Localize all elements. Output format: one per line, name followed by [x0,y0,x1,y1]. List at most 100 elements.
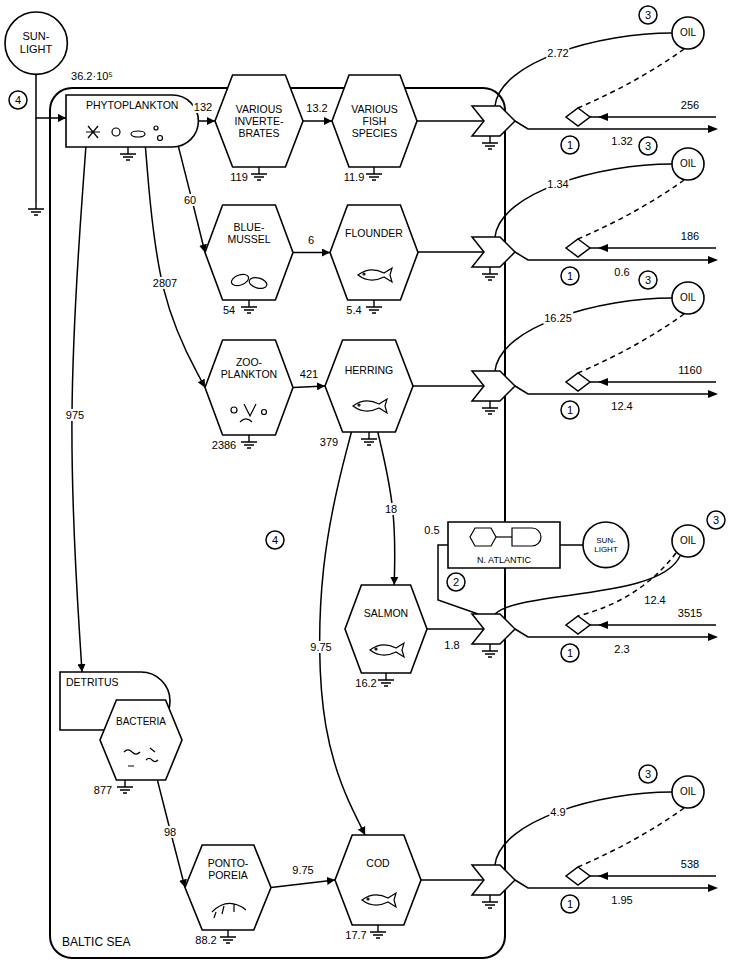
node-content: COD [335,835,421,925]
node-outline [325,340,413,432]
sink-value: 16.2 [355,677,376,689]
callout-number: 1 [567,898,573,910]
flow-value: 2.72 [546,47,569,59]
node-content: N. ATLANTIC [448,522,560,568]
node-label: HERRING [345,364,393,376]
node-content: OIL [672,17,704,49]
flow-value: 6 [307,234,315,246]
node-outline [335,835,421,925]
flow-value: 1.8 [443,639,460,651]
node-content: OIL [672,776,704,808]
source-circle: SUN- LIGHT [5,12,67,74]
callout-number: 3 [645,768,651,780]
node-content: SUN- LIGHT [583,522,629,568]
flow-value: 12.4 [610,400,633,412]
node-label: SUN- LIGHT [591,536,621,554]
flow-value: 12.4 [643,594,666,606]
node-label: SALMON [364,607,408,619]
consumer-hexagon: SALMON [345,585,427,673]
callout-number: 1 [567,139,573,151]
flow-line [198,120,215,122]
node-label: BACTERIA [116,716,166,728]
sink-value: 2386 [212,439,236,451]
sink-value: 119 [230,171,248,183]
node-content: PHYTOPLANKTON [66,95,198,147]
sink-value: 379 [320,436,338,448]
consumer-hexagon: BACTERIA [100,700,182,780]
producer-tank: DETRITUSBACTERIA [60,672,170,730]
flow-line [293,252,330,254]
organism-icons [86,126,541,918]
node-content: ZOO- PLANKTON [205,340,293,435]
sink-value: 54 [223,304,235,316]
flow-line [179,147,205,253]
flow-value: 0.5 [423,524,440,536]
sink-value: 5.4 [346,304,361,316]
sink-value: 877 [94,784,112,796]
flow-value: 256 [680,99,700,111]
source-circle: OIL [672,525,704,557]
node-label: PONTO- POREIA [202,857,254,881]
sink-value: 88.2 [195,934,216,946]
node-content: OIL [672,282,704,314]
node-outline [205,340,293,435]
flow-value: 18 [384,503,398,515]
node-label: OIL [680,535,696,547]
callout-number: 1 [567,270,573,282]
node-content: VARIOUS FISH SPECIES [332,75,417,167]
node-outline [345,585,427,673]
flow-value: 36.2·10⁵ [70,70,114,82]
sink-value: 11.9 [344,171,365,183]
node-content: OIL [672,525,704,557]
node-outline [205,205,293,300]
wires [9,91,725,880]
consumer-hexagon: PONTO- POREIA [185,845,271,930]
node-label: COD [366,857,389,869]
node-content: OIL [672,148,704,180]
flow-value: 16.25 [543,312,573,324]
node-content: PONTO- POREIA [185,845,271,930]
node-content: VARIOUS INVERTE- BRATES [215,75,303,167]
callout-number: 1 [567,647,573,659]
flow-value: 132 [193,101,213,113]
flow-value: 421 [299,368,319,380]
node-label: VARIOUS INVERTE- BRATES [228,103,290,139]
flow-value: 4.9 [549,806,566,818]
node-outline [100,700,182,780]
node-content: SUN- LIGHT [5,12,67,74]
node-label: OIL [680,27,696,39]
consumer-hexagon: BLUE- MUSSEL [205,205,293,300]
source-box: N. ATLANTIC [448,522,560,568]
node-label: FLOUNDER [345,227,403,239]
callout-number: 3 [645,9,651,21]
node-content: FLOUNDER [330,205,418,300]
source-circle: OIL [672,17,704,49]
node-label: OIL [680,786,696,798]
flow-value: 98 [163,826,177,838]
flow-line [303,120,332,122]
node-content: BACTERIA [100,700,182,780]
flow-value: 13.2 [305,102,328,114]
node-outline [330,205,418,300]
node-label: SUN- LIGHT [15,30,57,55]
flow-value: 9.75 [291,864,314,876]
sink-value: 17.7 [345,929,366,941]
flow-value: 2807 [152,277,178,289]
heat-sinks [117,147,394,943]
flow-value: 60 [183,194,197,206]
callout-number: 4 [272,534,278,546]
flow-value: 9.75 [309,641,332,653]
flow-value: 0.6 [613,266,630,278]
flow-value: 2.3 [613,643,630,655]
node-label: VARIOUS FISH SPECIES [345,103,405,139]
source-circle: SUN- LIGHT [583,522,629,568]
flow-value: 1160 [677,364,703,376]
flow-value: 186 [680,230,700,242]
consumer-hexagon: VARIOUS FISH SPECIES [332,75,417,167]
source-circle: OIL [672,282,704,314]
flow-line [560,544,583,546]
node-content: HERRING [325,340,413,432]
node-label: PHYTOPLANKTON [86,99,178,111]
callout-number: 3 [713,514,719,526]
callout-number: 2 [453,576,459,588]
